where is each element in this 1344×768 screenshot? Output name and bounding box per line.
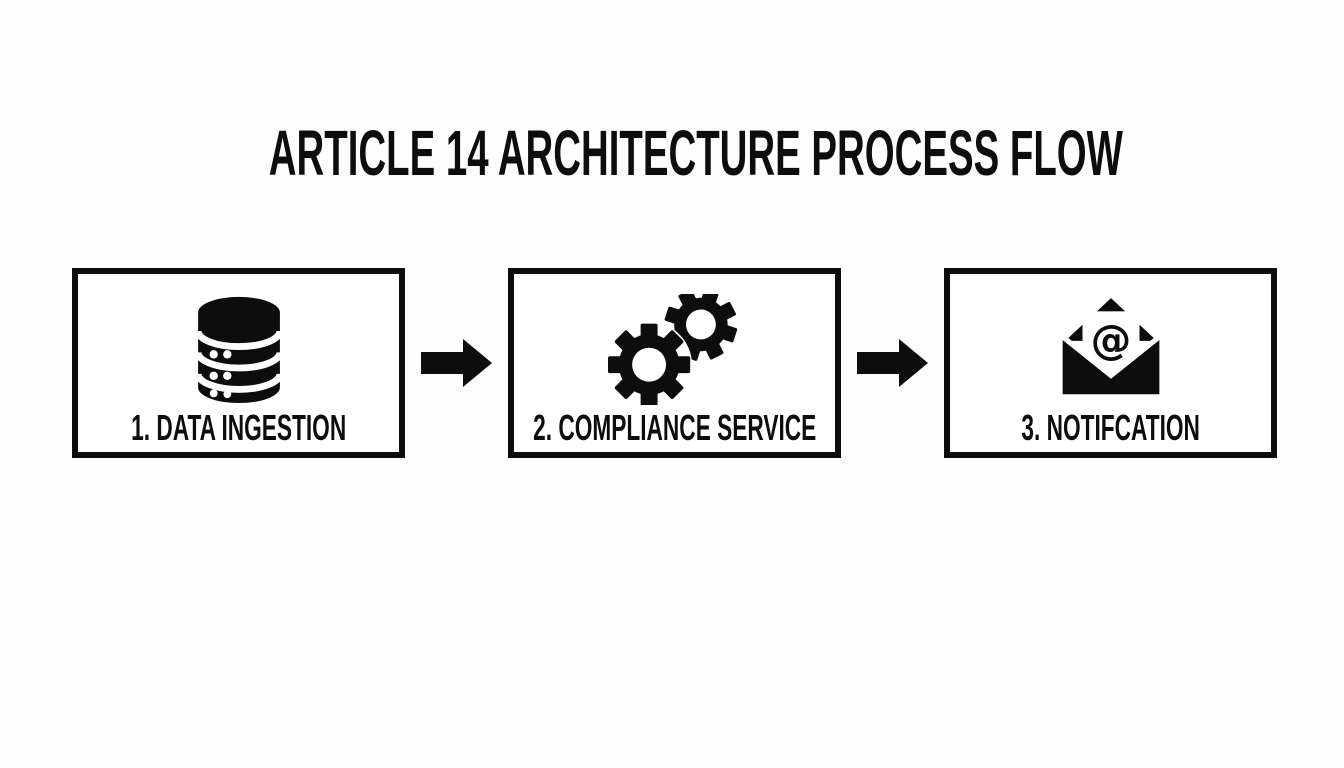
email-envelope-icon: @ [1055,288,1167,410]
arrow-right-icon [841,338,944,388]
step-label-notification: 3. NOTIFCATION [1021,407,1200,448]
step-label-compliance-service: 2. COMPLIANCE SERVICE [532,407,817,448]
step-box-data-ingestion: 1. DATA INGESTION [72,268,405,458]
gears-icon [607,288,742,410]
process-flow: 1. DATA INGESTION [72,268,1277,458]
step-box-notification: @ 3. NOTIFCATION [944,268,1277,458]
diagram-title: ARTICLE 14 ARCHITECTURE PROCESS FLOW [268,117,1123,189]
database-icon [194,288,284,410]
at-symbol: @ [1090,316,1131,364]
arrow-right-icon [405,338,508,388]
step-label-data-ingestion: 1. DATA INGESTION [130,407,347,448]
step-box-compliance-service: 2. COMPLIANCE SERVICE [508,268,841,458]
